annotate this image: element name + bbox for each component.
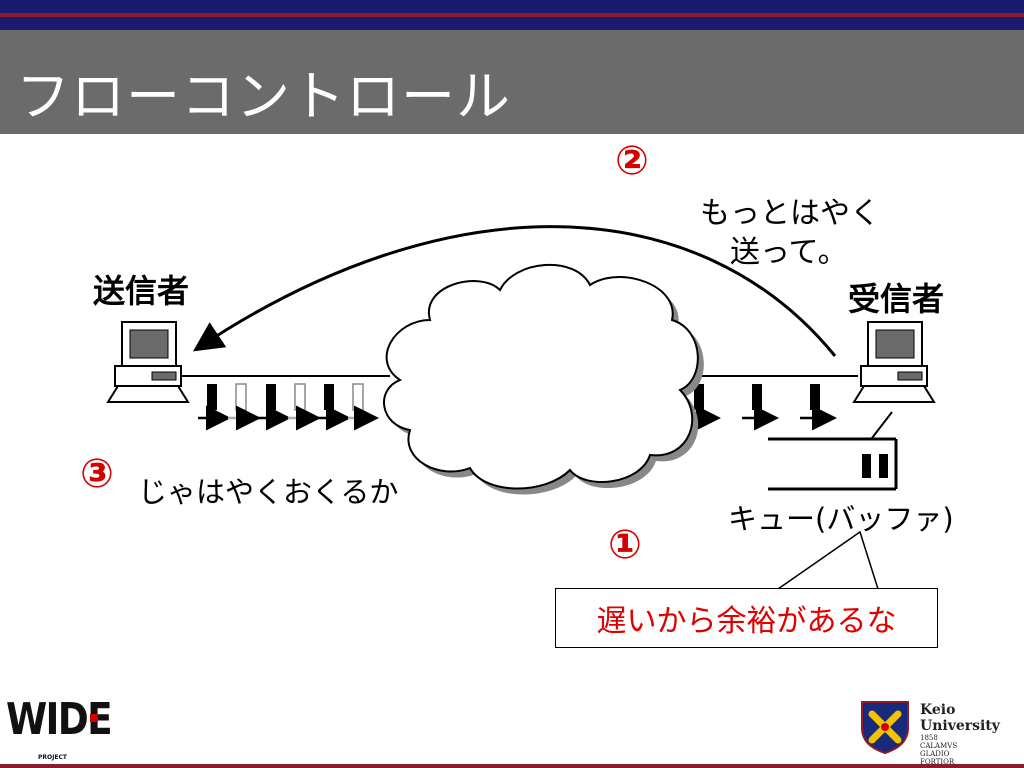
sender-thought-text: じゃはやくおくるか <box>138 475 399 509</box>
wide-logo-dot <box>90 714 98 722</box>
wide-project-logo: WIDE PROJECT <box>6 698 129 762</box>
keio-logo-text: Keio University 1858 CALAMVS GLADIO FORT… <box>920 702 1024 766</box>
keio-motto-3: FORTIOR <box>920 758 955 766</box>
keio-motto-1: CALAMVS <box>920 742 958 750</box>
feedback-arrow <box>193 225 837 357</box>
step-2-number: ② <box>615 138 649 184</box>
slide-title: フローコントロール <box>16 65 511 128</box>
receiver-packets <box>694 384 820 410</box>
step-3-number: ③ <box>80 451 114 497</box>
network-cloud-icon <box>383 264 704 495</box>
sender-packets <box>207 383 364 411</box>
queue-label: キュー(バッファ) <box>728 502 954 536</box>
callout-pointer <box>777 530 879 590</box>
bottom-rule <box>0 764 1024 768</box>
keio-year: 1858 <box>920 734 938 742</box>
keio-motto-2: GLADIO <box>920 750 950 758</box>
sender-label: 送信者 <box>93 272 190 310</box>
wide-logo-subtext: PROJECT <box>38 754 67 761</box>
keio-crest-icon <box>861 701 909 754</box>
sender-computer-icon <box>106 321 190 403</box>
title-bar: フローコントロール <box>0 30 1024 134</box>
queue-buffer-icon <box>768 411 898 491</box>
receiver-message-line1: もっとはやく <box>700 196 880 231</box>
top-stripe <box>0 0 1024 30</box>
receiver-computer-icon <box>852 321 936 403</box>
receiver-label: 受信者 <box>848 280 945 318</box>
keio-name: Keio University <box>920 702 1000 734</box>
step-1-number: ① <box>608 522 642 568</box>
callout-text: 遅いから余裕があるな <box>596 604 897 639</box>
receiver-message-line2: 送って。 <box>730 235 848 270</box>
callout-box: 遅いから余裕があるな <box>555 588 938 648</box>
